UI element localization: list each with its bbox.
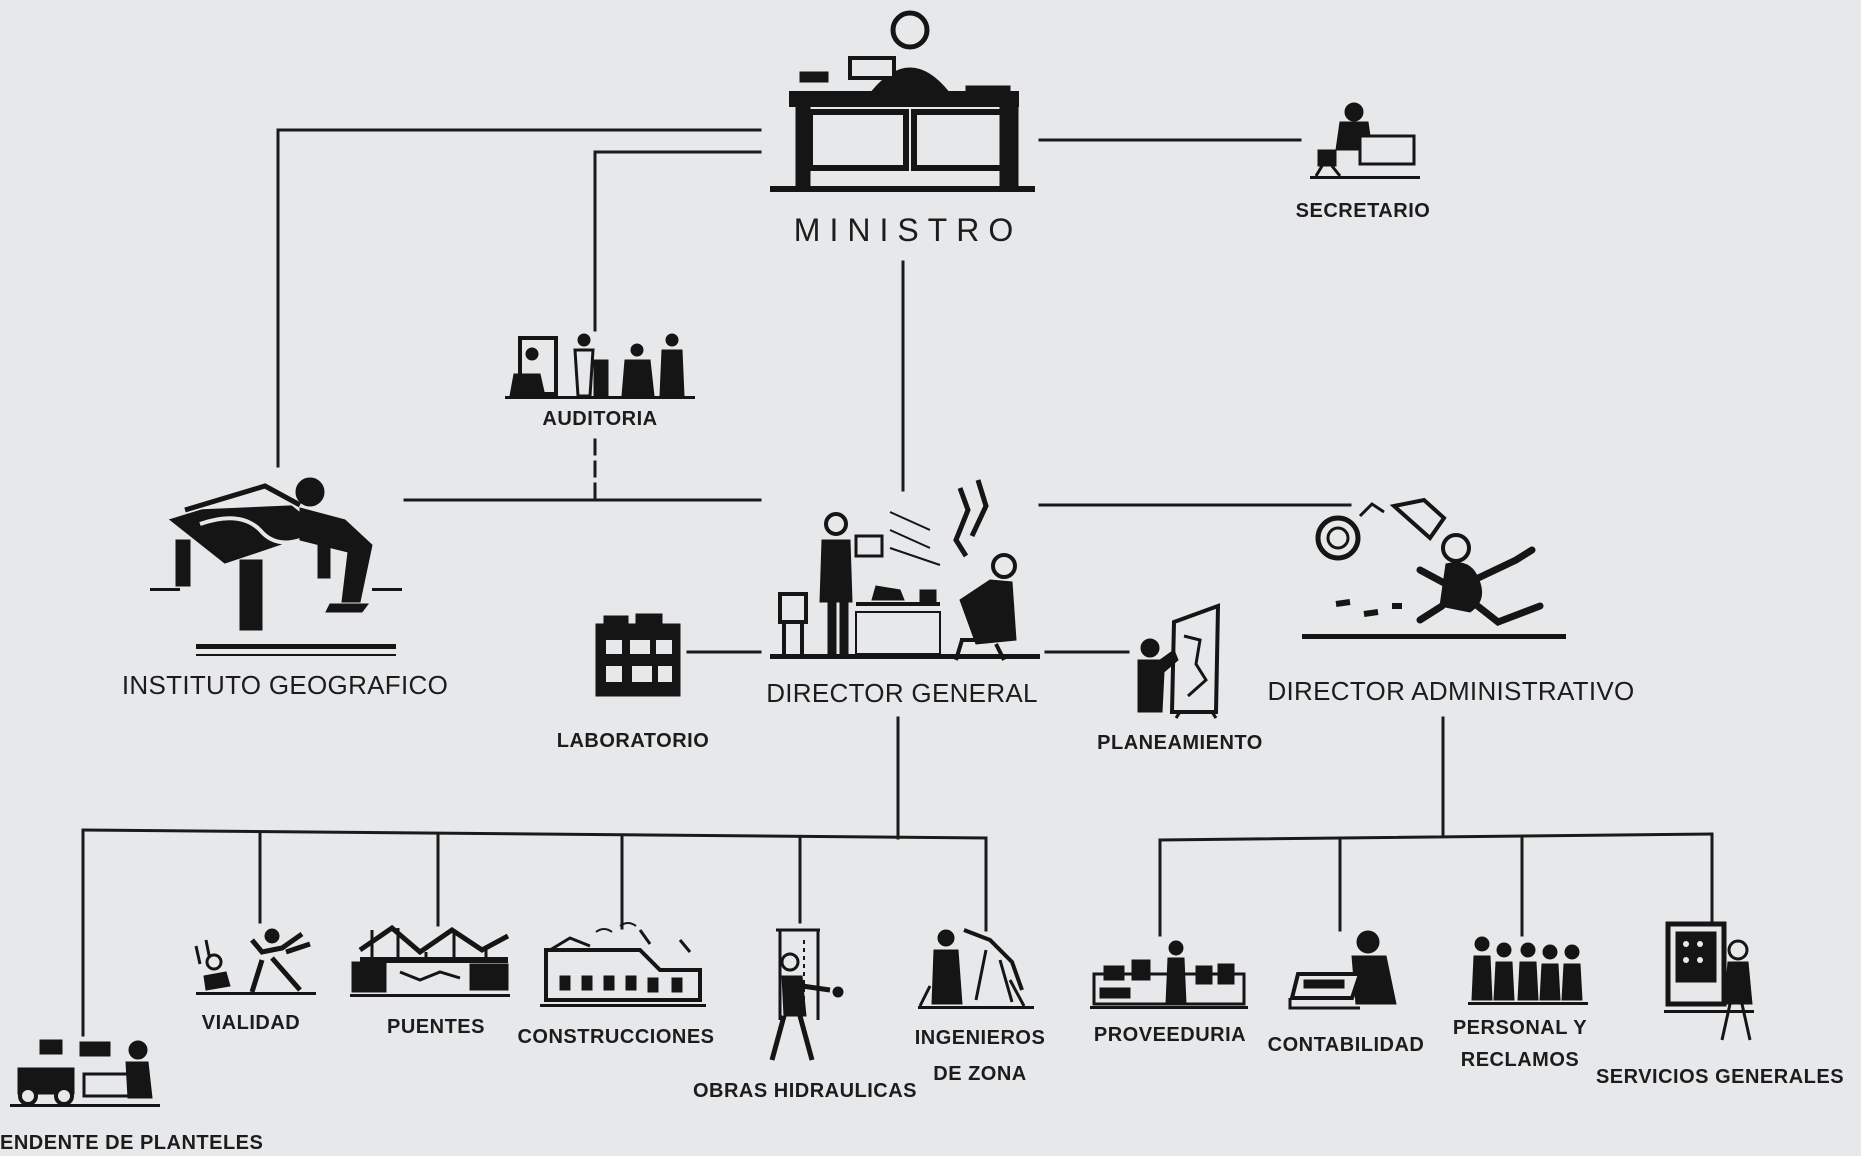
- label-planeamiento: PLANEAMIENTO: [1097, 732, 1263, 754]
- accountant-icon: [1288, 930, 1397, 1010]
- label-director-administrativo: DIRECTOR ADMINISTRATIVO: [1267, 676, 1635, 706]
- laboratory-building-icon: [595, 613, 681, 697]
- running-moneybag-icon: [1302, 497, 1566, 639]
- connector-director-general-bus: [81, 716, 988, 840]
- label-ingenieros-de-zona: INGENIEROS DE ZONA: [896, 1020, 1064, 1092]
- switchboard-icon: [1664, 921, 1754, 1041]
- bridge-icon: [350, 924, 510, 997]
- label-planteles: ENDENTE DE PLANTELES: [0, 1132, 264, 1154]
- label-servicios-generales: SERVICIOS GENERALES: [1595, 1066, 1845, 1088]
- label-personal-y-reclamos: PERSONAL Y RECLAMOS: [1436, 1012, 1604, 1076]
- water-worker-icon: [769, 928, 844, 1061]
- auditors-icon: [505, 333, 695, 399]
- label-vialidad: VIALIDAD: [201, 1012, 301, 1034]
- label-obras-hidraulicas: OBRAS HIDRAULICAS: [692, 1080, 918, 1102]
- supply-store-icon: [1090, 940, 1248, 1009]
- connector-ministro-instituto: [276, 128, 762, 468]
- planning-board-icon: [1137, 603, 1221, 719]
- road-workers-icon: [194, 928, 316, 995]
- label-secretario: SECRETARIO: [1295, 200, 1431, 222]
- typist-icon: [1310, 102, 1420, 179]
- label-instituto-geografico: INSTITUTO GEOGRAFICO: [121, 670, 449, 700]
- connector-ministro-auditoria: [593, 150, 762, 332]
- map-drafting-table-icon: [150, 477, 402, 656]
- label-auditoria: AUDITORIA: [542, 408, 658, 430]
- label-personal-line1: PERSONAL Y: [1452, 1017, 1588, 1039]
- connector-director-admin-bus: [1158, 716, 1714, 842]
- connector-lines: [81, 128, 1714, 1037]
- label-ingenieros-line1: INGENIEROS: [914, 1027, 1046, 1049]
- label-director-general: DIRECTOR GENERAL: [766, 678, 1038, 708]
- label-ministro: MINISTRO: [793, 212, 1023, 248]
- label-laboratorio: LABORATORIO: [556, 730, 710, 752]
- minister-desk-icon: [770, 10, 1035, 192]
- director-office-icon: [770, 479, 1040, 661]
- label-proveeduria: PROVEEDURIA: [1093, 1024, 1247, 1046]
- label-construcciones: CONSTRUCCIONES: [517, 1026, 715, 1048]
- staff-group-icon: [1468, 936, 1588, 1005]
- label-contabilidad: CONTABILIDAD: [1267, 1034, 1425, 1056]
- label-ingenieros-line2: DE ZONA: [933, 1063, 1027, 1085]
- label-puentes: PUENTES: [387, 1016, 485, 1038]
- label-personal-line2: RECLAMOS: [1460, 1049, 1580, 1071]
- building-icon: [540, 922, 706, 1007]
- machinery-icon: [10, 1039, 160, 1107]
- surveyors-icon: [918, 928, 1034, 1009]
